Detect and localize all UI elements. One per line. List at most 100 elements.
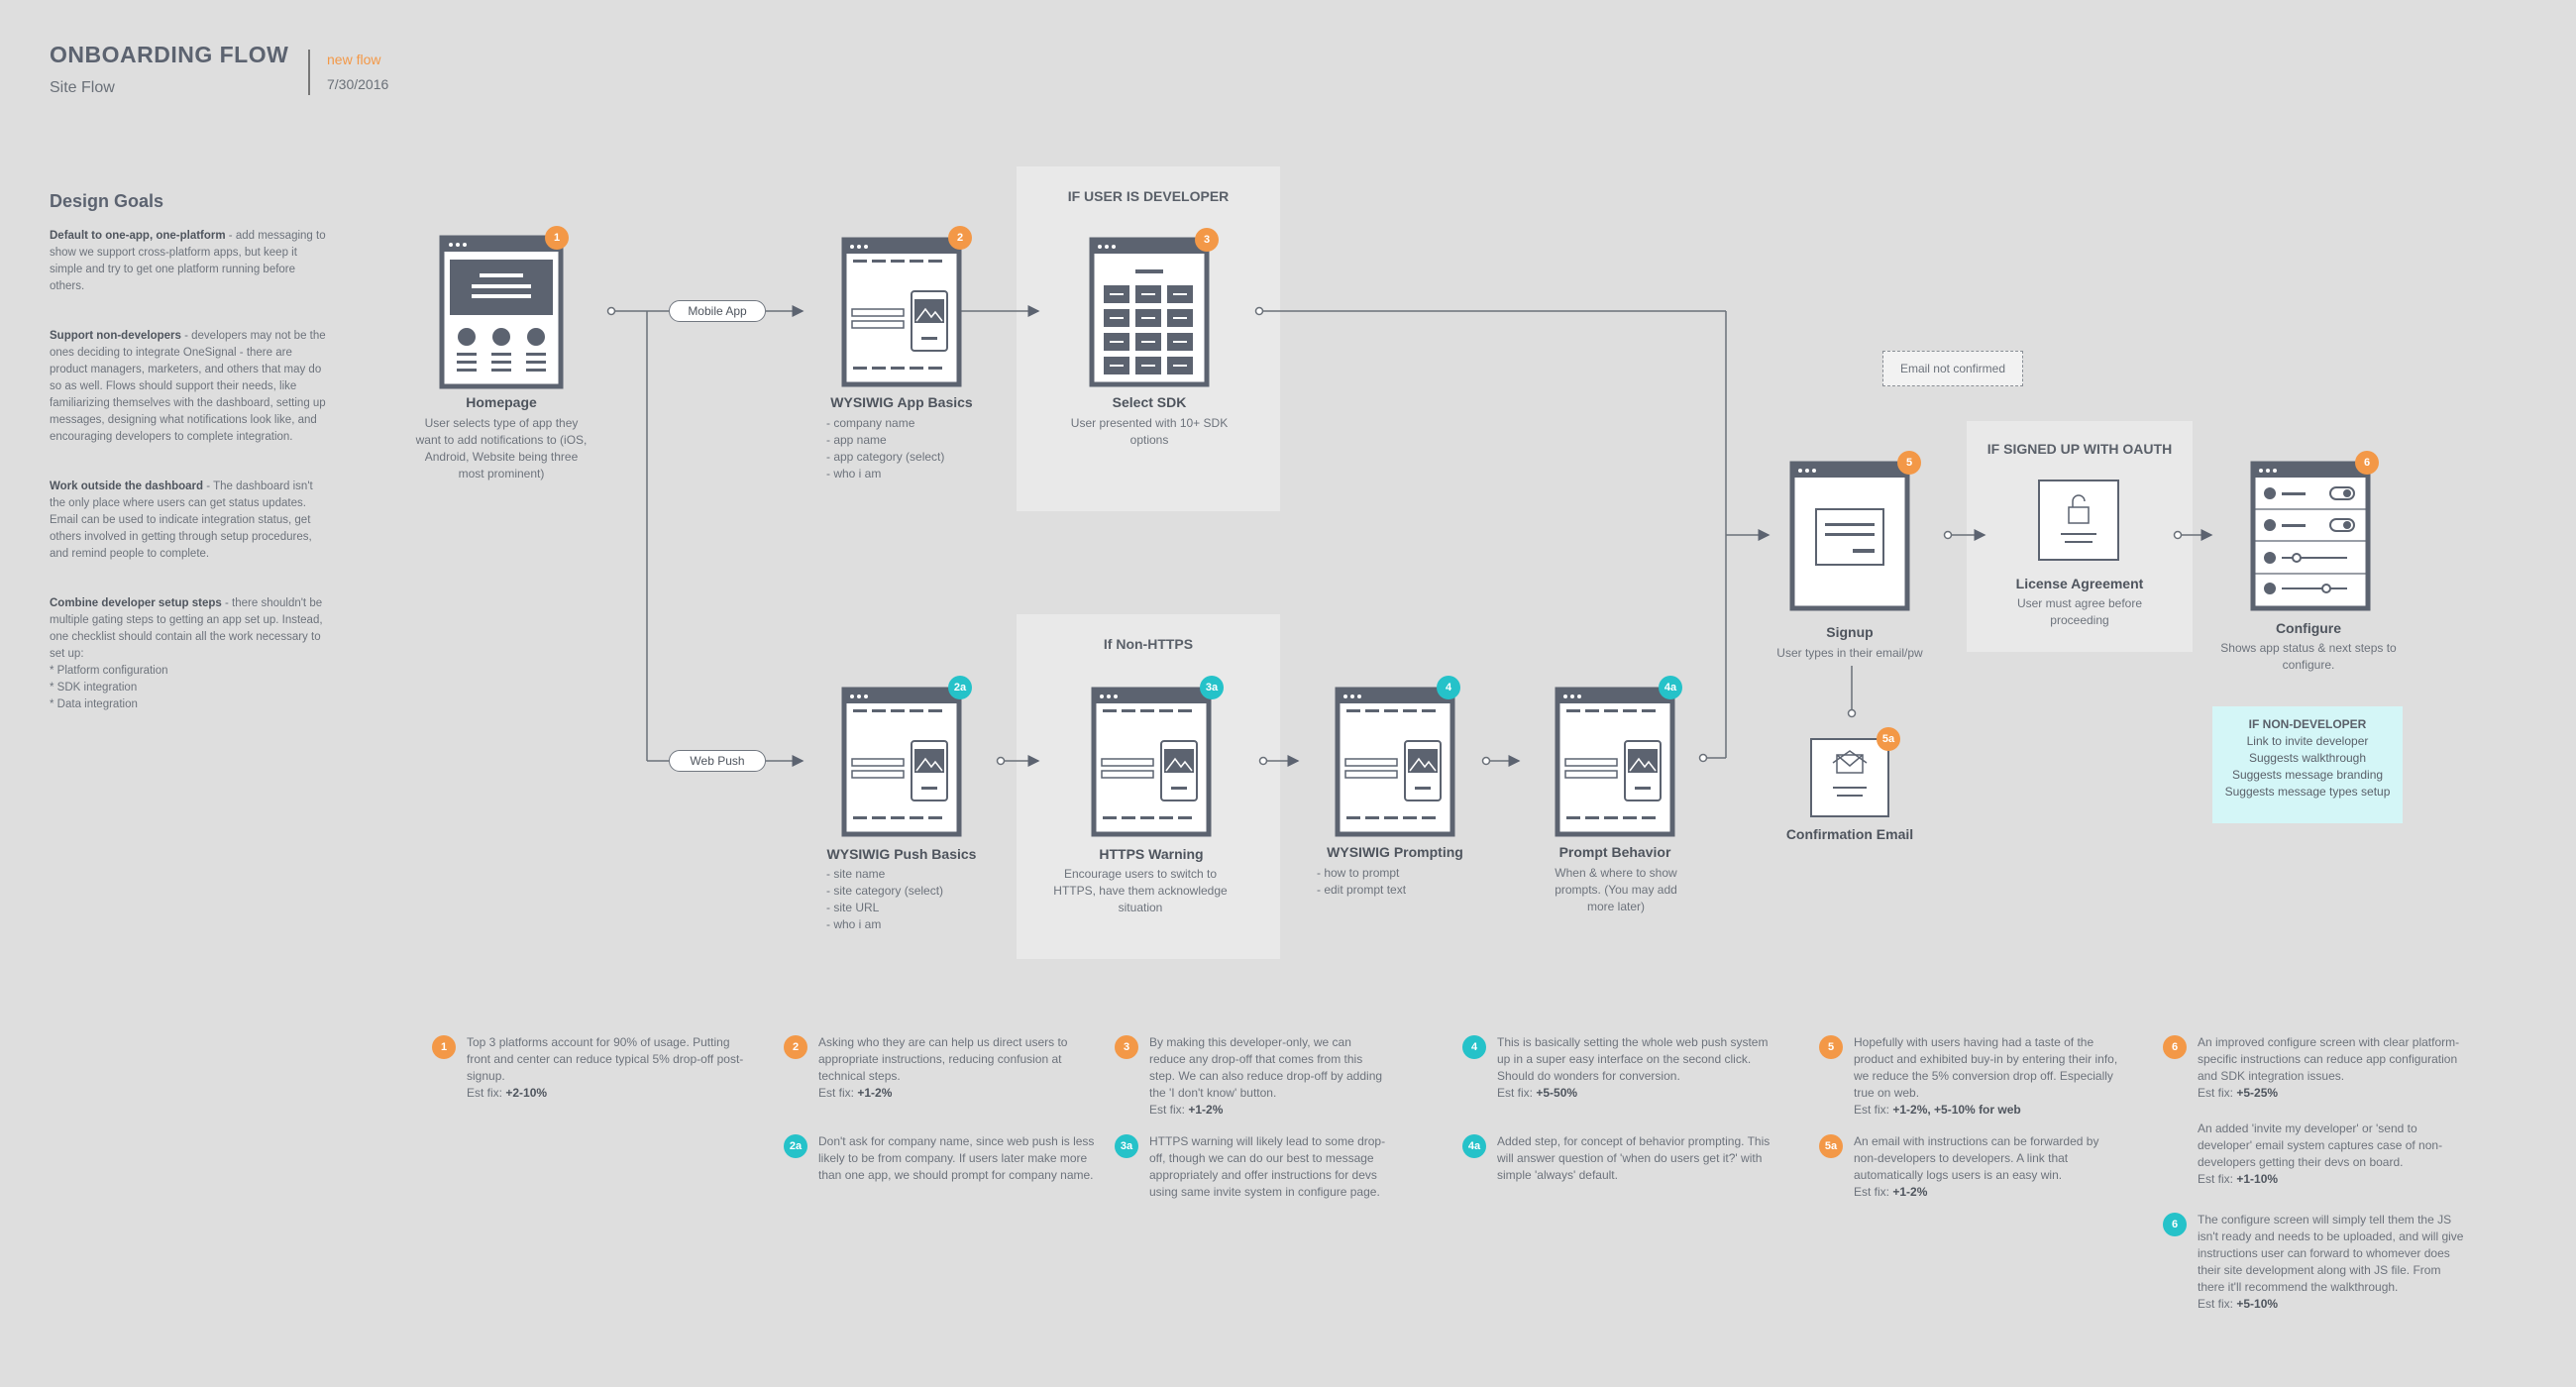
goal-heading: Support non-developers bbox=[50, 330, 181, 342]
signup-title: Signup bbox=[1826, 624, 1874, 640]
https-warning-desc: Encourage users to switch to HTTPS, have… bbox=[1053, 867, 1228, 914]
app-basics-list: - company name - app name - app category… bbox=[826, 415, 944, 482]
note-fix-label: Est fix: bbox=[1854, 1103, 1893, 1117]
note-fix-label: Est fix: bbox=[467, 1086, 506, 1100]
confirmation-title: Confirmation Email bbox=[1785, 826, 1914, 842]
select-sdk-screen bbox=[1089, 237, 1210, 387]
note-fix: Est fix: +5-25% bbox=[2198, 1085, 2465, 1102]
list-item: - site URL bbox=[826, 901, 880, 914]
prompting-list: - how to prompt - edit prompt text bbox=[1317, 865, 1406, 899]
note-text: This is basically setting the whole web … bbox=[1497, 1035, 1769, 1083]
goal-heading: Default to one-app, one-platform bbox=[50, 230, 226, 242]
note-text: The configure screen will simply tell th… bbox=[2198, 1213, 2464, 1294]
note-badge: 4a bbox=[1462, 1134, 1486, 1158]
note-fix: Est fix: +1-2%, +5-10% for web bbox=[1854, 1102, 2121, 1119]
https-warning-screen bbox=[1091, 687, 1212, 837]
web-push-pill[interactable]: Web Push bbox=[669, 750, 766, 772]
prompt-behavior-screen bbox=[1555, 687, 1675, 837]
note-badge: 2a bbox=[784, 1134, 807, 1158]
prompt-behavior-title: Prompt Behavior bbox=[1558, 844, 1671, 860]
header-divider bbox=[308, 50, 310, 95]
note-fix-value: +1-2%, +5-10% for web bbox=[1892, 1103, 2021, 1117]
note-fix: Est fix: +1-2% bbox=[1149, 1102, 1387, 1119]
note-fix-label: Est fix: bbox=[818, 1086, 858, 1100]
list-item: - app name bbox=[826, 433, 887, 447]
design-goal: Work outside the dashboard - The dashboa… bbox=[50, 479, 327, 563]
note-badge: 4 bbox=[1462, 1035, 1486, 1059]
list-item: - site name bbox=[826, 867, 886, 881]
mobile-app-pill[interactable]: Mobile App bbox=[669, 300, 766, 322]
homepage-title: Homepage bbox=[466, 394, 537, 410]
design-goal: Default to one-app, one-platform - add m… bbox=[50, 228, 327, 295]
note-fix-label: Est fix: bbox=[2198, 1172, 2237, 1186]
homepage-desc: User selects type of app they want to ad… bbox=[415, 416, 588, 480]
list-item: - edit prompt text bbox=[1317, 883, 1407, 897]
page-subtitle: Site Flow bbox=[50, 79, 115, 96]
note-fix-value: +5-50% bbox=[1536, 1086, 1578, 1100]
note-4a: 4a Added step, for concept of behavior p… bbox=[1462, 1133, 1774, 1184]
step-badge: 3 bbox=[1195, 228, 1219, 252]
note-text: Top 3 platforms account for 90% of usage… bbox=[467, 1035, 744, 1083]
configure-screen bbox=[2250, 461, 2371, 611]
goal-text: - The dashboard isn't the only place whe… bbox=[50, 480, 313, 560]
app-basics-screen bbox=[841, 237, 962, 387]
list-item: - site category (select) bbox=[826, 884, 944, 898]
note-fix-label: Est fix: bbox=[1854, 1185, 1893, 1199]
note-fix-label: Est fix: bbox=[2198, 1086, 2237, 1100]
note-2a: 2a Don't ask for company name, since web… bbox=[784, 1133, 1106, 1184]
note-fix-label: Est fix: bbox=[1149, 1103, 1189, 1117]
note-text: Don't ask for company name, since web pu… bbox=[818, 1134, 1095, 1182]
design-goals-title: Design Goals bbox=[50, 191, 164, 211]
prompting-screen bbox=[1335, 687, 1455, 837]
note-fix-value: +5-25% bbox=[2236, 1086, 2279, 1100]
note-2: 2 Asking who they are can help us direct… bbox=[784, 1034, 1106, 1102]
note-text: Hopefully with users having had a taste … bbox=[1854, 1035, 2118, 1100]
note-badge: 3a bbox=[1115, 1134, 1138, 1158]
note-fix-value: +2-10% bbox=[505, 1086, 548, 1100]
header-tag: new flow bbox=[327, 52, 381, 67]
note-fix: Est fix: +1-2% bbox=[818, 1085, 1106, 1102]
license-title: License Agreement bbox=[2015, 576, 2144, 591]
note-6: 6 An improved configure screen with clea… bbox=[2163, 1034, 2465, 1102]
note-text: An improved configure screen with clear … bbox=[2198, 1035, 2460, 1083]
note-fix-value: +1-2% bbox=[857, 1086, 893, 1100]
list-item: - company name bbox=[826, 416, 915, 430]
prompt-behavior-desc: When & where to show prompts. (You may a… bbox=[1555, 866, 1677, 913]
header-date: 7/30/2016 bbox=[327, 76, 389, 92]
goal-heading: Combine developer setup steps bbox=[50, 597, 222, 609]
non-developer-line: Link to invite developer bbox=[2246, 734, 2369, 748]
configure-desc: Shows app status & next steps to configu… bbox=[2220, 641, 2397, 672]
note-6-extra: An added 'invite my developer' or 'send … bbox=[2198, 1120, 2465, 1188]
note-fix: Est fix: +5-10% bbox=[2198, 1296, 2465, 1313]
prompting-title: WYSIWIG Prompting bbox=[1327, 844, 1463, 860]
non-developer-line: Suggests message branding bbox=[2231, 768, 2384, 782]
step-badge: 6 bbox=[2355, 451, 2379, 475]
non-https-panel-title: If Non-HTTPS bbox=[1103, 636, 1194, 652]
note-3a: 3a HTTPS warning will likely lead to som… bbox=[1115, 1133, 1397, 1201]
step-badge: 4 bbox=[1437, 676, 1460, 699]
oauth-panel-title: IF SIGNED UP WITH OAUTH bbox=[1986, 441, 2173, 457]
step-badge: 5 bbox=[1897, 451, 1921, 475]
note-3: 3 By making this developer-only, we can … bbox=[1115, 1034, 1387, 1119]
developer-panel-title: IF USER IS DEVELOPER bbox=[1067, 188, 1230, 204]
note-badge: 1 bbox=[432, 1035, 456, 1059]
note-fix-label: Est fix: bbox=[1497, 1086, 1537, 1100]
push-basics-screen bbox=[841, 687, 962, 837]
note-fix: Est fix: +1-10% bbox=[2198, 1171, 2465, 1188]
note-text: By making this developer-only, we can re… bbox=[1149, 1035, 1383, 1100]
non-developer-line: Suggests message types setup bbox=[2224, 785, 2391, 799]
confirmation-email-screen bbox=[1810, 738, 1889, 817]
note-text: An email with instructions can be forwar… bbox=[1854, 1134, 2099, 1182]
non-developer-line: Suggests walkthrough bbox=[2248, 751, 2367, 765]
email-not-confirmed-label: Email not confirmed bbox=[1882, 351, 2023, 386]
note-5: 5 Hopefully with users having had a tast… bbox=[1819, 1034, 2121, 1119]
select-sdk-title: Select SDK bbox=[1112, 394, 1187, 410]
note-fix-value: +5-10% bbox=[2236, 1297, 2279, 1311]
list-item: - who i am bbox=[826, 917, 882, 931]
note-fix-value: +1-2% bbox=[1188, 1103, 1224, 1117]
note-text: Added step, for concept of behavior prom… bbox=[1497, 1134, 1771, 1182]
step-badge: 5a bbox=[1877, 727, 1900, 751]
note-badge: 5a bbox=[1819, 1134, 1843, 1158]
goal-heading: Work outside the dashboard bbox=[50, 480, 204, 492]
